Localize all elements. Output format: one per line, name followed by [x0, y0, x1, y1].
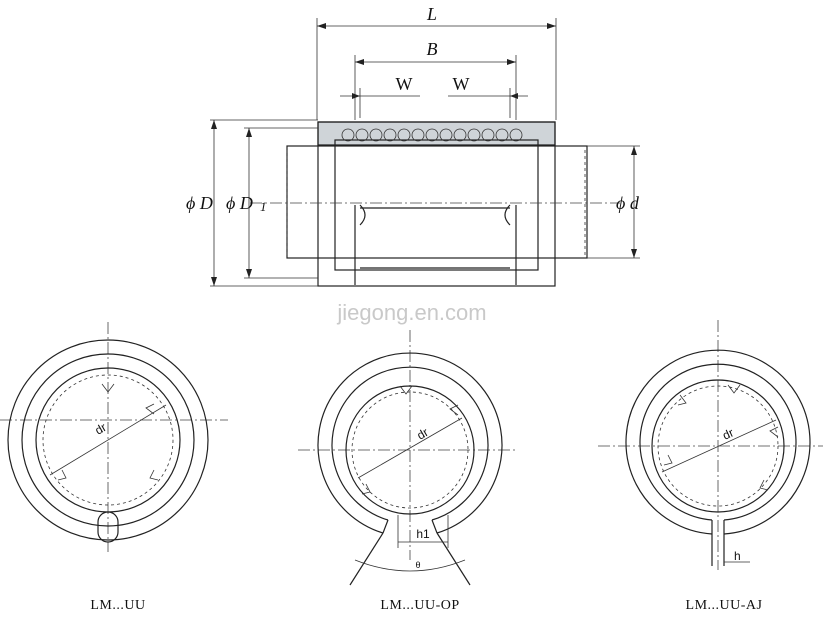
op-inner-circle	[345, 385, 475, 515]
W-left-arrow	[352, 93, 360, 99]
W-right-label: W	[453, 74, 470, 94]
side-view: L B W W	[186, 4, 640, 287]
aj-caption: LM...UU-AJ	[686, 598, 763, 613]
op-notch-3	[361, 483, 371, 495]
aj-dr-line	[661, 419, 777, 473]
inner-sleeve	[334, 139, 539, 271]
uu-caption: LM...UU	[90, 598, 145, 613]
op-slot-inner-right	[431, 519, 438, 534]
op-bore-circle	[351, 391, 469, 509]
phi-D1-subscript: 1	[260, 199, 267, 214]
uu-notch-4	[57, 469, 67, 481]
aj-outer-arc	[625, 349, 811, 535]
W-right-arrow	[510, 93, 518, 99]
op-outer-arc	[317, 352, 503, 534]
shaft	[286, 145, 588, 259]
op-theta-label: θ	[415, 560, 420, 570]
aj-mid-arc	[639, 363, 797, 521]
phi-D1-label: ϕ D	[226, 193, 253, 213]
aj-notch-4	[663, 454, 673, 466]
L-label: L	[426, 4, 437, 24]
end-view-uu: dr LM...UU	[0, 322, 228, 613]
op-h1-label: h1	[416, 527, 430, 541]
op-slot-inner-left	[382, 519, 389, 534]
op-theta-arc	[354, 559, 466, 572]
op-dr-line	[357, 417, 463, 479]
aj-notch-3	[759, 479, 769, 491]
uu-notch-3	[149, 469, 159, 481]
phi-d-label: ϕ d	[616, 193, 640, 213]
op-notch-2	[449, 404, 459, 416]
aj-notch-2	[769, 426, 779, 438]
uu-notch-1	[101, 383, 115, 393]
end-view-uu-op: dr h1 θ LM...UU-OP	[298, 330, 518, 613]
uu-keyway	[97, 511, 119, 543]
ball-row	[341, 128, 523, 142]
op-dr-label: dr	[415, 425, 431, 442]
uu-bore-circle	[42, 374, 174, 506]
aj-dr-label: dr	[720, 426, 736, 443]
aj-notch-1	[727, 384, 741, 394]
aj-inner-circle	[651, 379, 785, 513]
op-mid-arc	[331, 366, 489, 521]
uu-dr-line	[49, 404, 167, 476]
B-label: B	[427, 39, 438, 59]
retainer-groove	[359, 204, 511, 226]
uu-mid-circle	[21, 353, 195, 527]
phi-D-label: ϕ D	[186, 193, 213, 213]
W-left-label: W	[396, 74, 413, 94]
op-notch-1	[399, 385, 413, 395]
op-caption: LM...UU-OP	[380, 598, 459, 613]
uu-dr-label: dr	[93, 420, 109, 437]
watermark: jiegong.en.com	[336, 300, 486, 325]
op-slot-right	[436, 532, 471, 586]
end-view-uu-aj: h dr LM...UU-AJ	[598, 320, 823, 613]
aj-notch-5	[677, 394, 687, 406]
uu-notch-2	[145, 403, 155, 415]
aj-h-label: h	[734, 549, 741, 563]
op-slot-left	[349, 532, 384, 586]
sleeve-outline	[317, 121, 556, 287]
aj-bore-circle	[657, 385, 779, 507]
uu-outer-circle	[7, 339, 209, 541]
